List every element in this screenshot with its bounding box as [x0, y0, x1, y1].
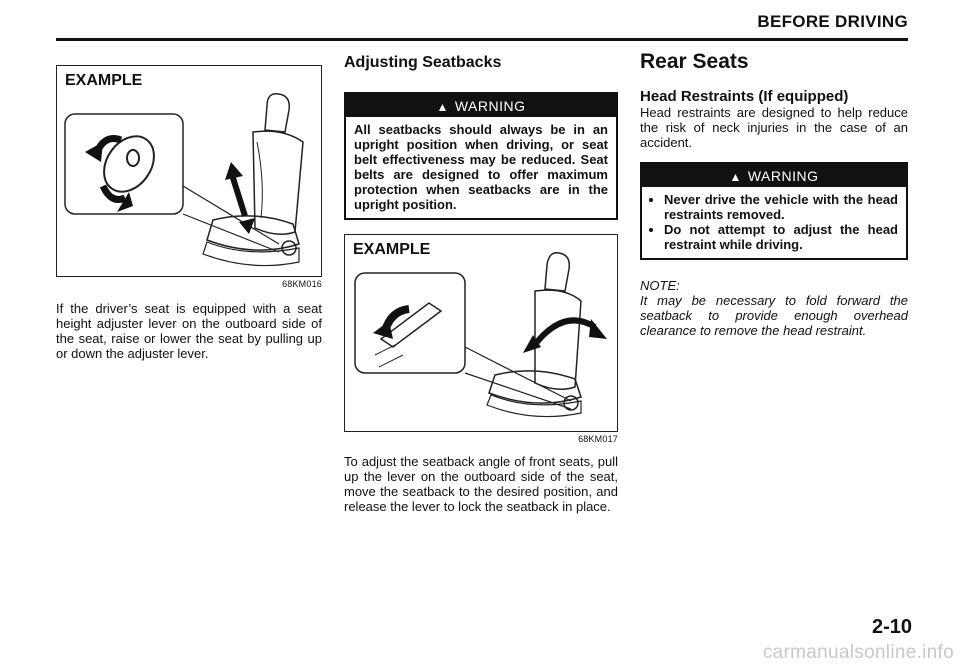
column-rear-seats: Rear Seats Head Restraints (If equipped)… [640, 50, 908, 338]
warning-title: WARNING [454, 98, 526, 114]
warning-header: ▲ WARNING [642, 164, 906, 187]
warning-box-head-restraints: ▲ WARNING Never drive the vehicle with th… [640, 162, 908, 260]
header-rule [56, 38, 908, 41]
height-arrow-icon [230, 177, 248, 217]
header-title: BEFORE DRIVING [757, 12, 908, 31]
warning-list-item: Never drive the vehicle with the head re… [664, 192, 898, 222]
warning-box-seatbacks: ▲ WARNING All seatbacks should always be … [344, 92, 618, 220]
inset-lever-detail [354, 272, 466, 374]
column-adjusting-seatbacks: Adjusting Seatbacks ▲ WARNING All seatbac… [344, 50, 618, 514]
warning-triangle-icon: ▲ [436, 100, 449, 114]
warning-title: WARNING [747, 168, 819, 184]
figure-code: 68KM017 [578, 434, 618, 444]
seat-height-text: If the driver’s seat is equipped with a … [56, 301, 322, 361]
section-title-adjusting-seatbacks: Adjusting Seatbacks [344, 54, 502, 71]
warning-list-item: Do not attempt to adjust the head restra… [664, 222, 898, 252]
figure-seatback: EXAMPLE [344, 234, 618, 432]
seat-cushion-shape [488, 370, 582, 404]
warning-text: All seatbacks should always be in an upr… [354, 122, 608, 212]
page-number: 2-10 [871, 616, 912, 638]
seatback-text: To adjust the seatback angle of front se… [344, 454, 618, 514]
head-restraint-shape [264, 93, 291, 133]
page-header: BEFORE DRIVING [0, 0, 960, 44]
down-arrow-icon [99, 184, 127, 203]
figure-seat-height: EXAMPLE [56, 65, 322, 277]
seat-cushion-shape [206, 215, 300, 251]
warning-header: ▲ WARNING [346, 94, 616, 117]
note-block: NOTE: It may be necessary to fold forwar… [640, 278, 908, 338]
subtitle-head-restraints: Head Restraints (If equipped) [640, 88, 849, 105]
warning-list-body: Never drive the vehicle with the head re… [642, 187, 906, 258]
seat-height-illustration [64, 93, 304, 267]
column-seat-height: EXAMPLE 68KM016 If the [56, 50, 322, 361]
section-title-rear-seats: Rear Seats [640, 50, 749, 73]
seatback-illustration [354, 252, 607, 418]
seatback-shape [252, 130, 304, 235]
inset-lever-detail [64, 113, 184, 215]
watermark: carmanualsonline.info [762, 642, 954, 663]
warning-list: Never drive the vehicle with the head re… [650, 192, 898, 252]
figure-example-label: EXAMPLE [65, 72, 143, 89]
head-restraints-text: Head restraints are designed to help red… [640, 105, 908, 150]
figure-example-label: EXAMPLE [353, 241, 431, 258]
note-text: It may be necessary to fold forward the … [640, 293, 908, 338]
recline-arrow-icon [530, 317, 597, 349]
seatback-shape [534, 289, 582, 390]
note-label: NOTE: [640, 278, 680, 293]
warning-triangle-icon: ▲ [729, 170, 742, 184]
figure-code: 68KM016 [282, 279, 322, 289]
head-restraint-shape [544, 252, 571, 292]
